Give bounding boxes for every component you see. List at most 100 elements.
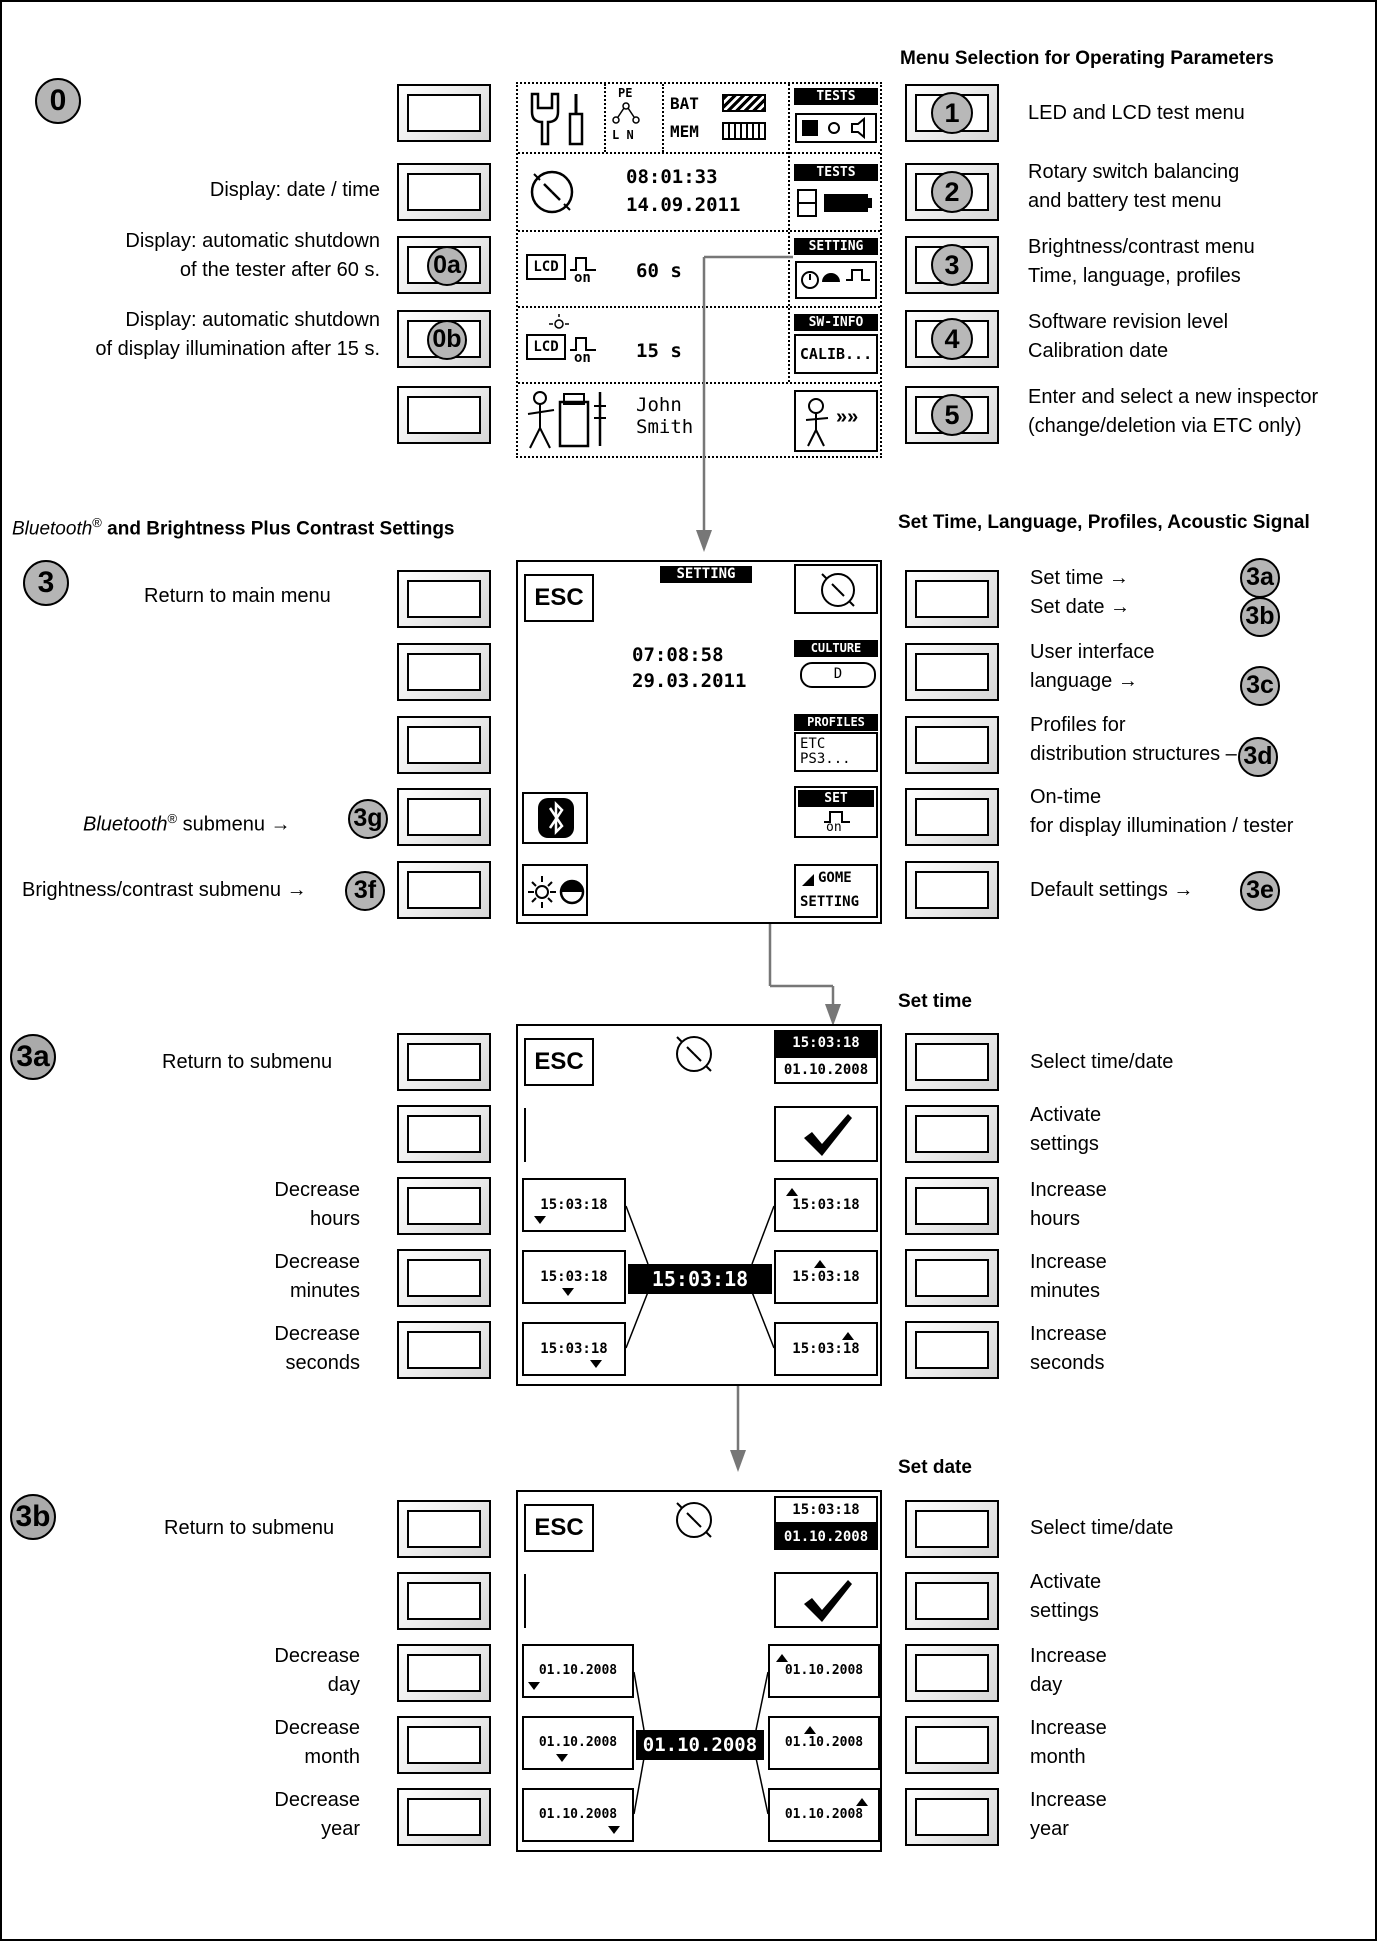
3a-select-label: Select time/date: [1030, 1051, 1174, 1073]
softkey-3b-right-3[interactable]: [905, 1644, 999, 1702]
softkey-s3-left-3[interactable]: [397, 716, 491, 774]
mem-label: MEM: [670, 122, 699, 141]
softkey-s3-left-2[interactable]: [397, 643, 491, 701]
down-arrow-icon: [556, 1754, 568, 1762]
pe-label: PE: [618, 86, 633, 100]
3b-inc-year-box[interactable]: 01.10.2008: [768, 1788, 880, 1842]
main-time: 08:01:33: [626, 166, 718, 188]
forward-arrows: »»: [836, 406, 859, 428]
softkey-s3-left-5[interactable]: [397, 861, 491, 919]
softkey-left-2[interactable]: [397, 163, 491, 221]
bluetooth-word: Bluetooth: [12, 518, 93, 540]
softkey-3a-left-2[interactable]: [397, 1105, 491, 1163]
section3a-badge: 3a: [10, 1034, 56, 1080]
softkey-5[interactable]: 5: [905, 386, 999, 444]
3a-date-field[interactable]: 01.10.2008: [774, 1056, 878, 1084]
brightness-box[interactable]: [522, 864, 588, 916]
on-time-box[interactable]: SET on: [794, 786, 878, 838]
softkey-3[interactable]: 3: [905, 236, 999, 294]
3b-inc-month-box[interactable]: 01.10.2008: [768, 1716, 880, 1770]
softkey-s3-right-5[interactable]: [905, 861, 999, 919]
softkey-s3-right-4[interactable]: [905, 788, 999, 846]
3a-inc-min-box[interactable]: 15:03:18: [774, 1250, 878, 1304]
softkey-0b[interactable]: 0b: [397, 310, 491, 368]
ui-language-label-2: language →: [1030, 670, 1138, 692]
3b-date-selected[interactable]: 01.10.2008: [774, 1524, 878, 1550]
softkey-3b-right-1[interactable]: [905, 1500, 999, 1558]
set-tag: SET: [798, 790, 874, 807]
3a-activate-1: Activate: [1030, 1104, 1102, 1126]
badge-3c-ref: 3c: [1240, 666, 1280, 706]
softkey-left-5[interactable]: [397, 386, 491, 444]
softkey-3b-right-2[interactable]: [905, 1572, 999, 1630]
key-number-5: 5: [931, 394, 973, 436]
softkey-3a-left-5[interactable]: [397, 1321, 491, 1379]
softkey-3a-right-2[interactable]: [905, 1105, 999, 1163]
softkey-3a-left-1[interactable]: [397, 1033, 491, 1091]
softkey-3a-right-4[interactable]: [905, 1249, 999, 1307]
softkey-3b-right-5[interactable]: [905, 1788, 999, 1846]
softkey-3a-right-5[interactable]: [905, 1321, 999, 1379]
profiles-tag: PROFILES: [794, 714, 878, 731]
badge-3d-ref: 3d: [1238, 737, 1278, 777]
3b-activate-1: Activate: [1030, 1571, 1102, 1593]
softkey-3b-left-1[interactable]: [397, 1500, 491, 1558]
3a-dec-min-box[interactable]: 15:03:18: [522, 1250, 626, 1304]
3a-esc-button[interactable]: ESC: [524, 1038, 594, 1086]
3b-inc-day-1: Increase: [1030, 1645, 1107, 1667]
softkey-3a-left-4[interactable]: [397, 1249, 491, 1307]
softkey-3a-right-3[interactable]: [905, 1177, 999, 1235]
softkey-left-1[interactable]: [397, 84, 491, 142]
softkey-3b-left-3[interactable]: [397, 1644, 491, 1702]
3b-dec-month-box[interactable]: 01.10.2008: [522, 1716, 634, 1770]
softkey-s3-left-4[interactable]: [397, 788, 491, 846]
softkey-s3-right-3[interactable]: [905, 716, 999, 774]
clock-icon: [676, 1502, 712, 1538]
3b-activate-box[interactable]: [774, 1572, 878, 1628]
3b-time-field[interactable]: 15:03:18: [774, 1496, 878, 1524]
esc-button[interactable]: ESC: [524, 574, 594, 622]
3a-activate-box[interactable]: [774, 1106, 878, 1162]
3b-edge-mark: [518, 1574, 526, 1628]
registered-mark: ®: [92, 515, 102, 530]
softkey-4[interactable]: 4: [905, 310, 999, 368]
3b-dec-day-box[interactable]: 01.10.2008: [522, 1644, 634, 1698]
3b-inc-month-1: Increase: [1030, 1717, 1107, 1739]
3a-dec-hours-box[interactable]: 15:03:18: [522, 1178, 626, 1232]
key-number-1: 1: [931, 92, 973, 134]
softkey-3b-left-4[interactable]: [397, 1716, 491, 1774]
3b-inc-day-box[interactable]: 01.10.2008: [768, 1644, 880, 1698]
3a-inc-sec-box[interactable]: 15:03:18: [774, 1322, 878, 1376]
clock-icon: [676, 1036, 712, 1072]
down-arrow-icon: [562, 1288, 574, 1296]
softkey-3a-left-3[interactable]: [397, 1177, 491, 1235]
3b-dec-year-box[interactable]: 01.10.2008: [522, 1788, 634, 1842]
softkey-0a[interactable]: 0a: [397, 236, 491, 294]
bluetooth-box[interactable]: [522, 792, 588, 844]
softkey-2[interactable]: 2: [905, 163, 999, 221]
3a-inc-hours-2: hours: [1030, 1208, 1081, 1230]
3a-fan-lines: [625, 1205, 775, 1349]
3a-inc-hours-box[interactable]: 15:03:18: [774, 1178, 878, 1232]
ui-language-label-1: User interface: [1030, 641, 1155, 663]
softkey-3b-left-2[interactable]: [397, 1572, 491, 1630]
default-settings-box[interactable]: GOME SETTING: [794, 864, 878, 918]
pulse-icon-2: [570, 337, 596, 351]
softkey-s3-right-2[interactable]: [905, 643, 999, 701]
new-inspector-box: »»: [794, 390, 878, 452]
3a-dec-sec-box[interactable]: 15:03:18: [522, 1322, 626, 1376]
right-label-5a: Enter and select a new inspector: [1028, 386, 1319, 408]
softkey-3b-right-4[interactable]: [905, 1716, 999, 1774]
softkey-3b-left-5[interactable]: [397, 1788, 491, 1846]
softkey-s3-right-1[interactable]: [905, 570, 999, 628]
3a-time-selected[interactable]: 15:03:18: [774, 1030, 878, 1056]
badge-3f: 3f: [345, 871, 385, 911]
set-time-box[interactable]: [794, 564, 878, 614]
softkey-1[interactable]: 1: [905, 84, 999, 142]
bluetooth-reg: ®: [167, 811, 178, 826]
softkey-3a-right-1[interactable]: [905, 1033, 999, 1091]
softkey-s3-left-1[interactable]: [397, 570, 491, 628]
3b-esc-button[interactable]: ESC: [524, 1504, 594, 1552]
battery-icon: [722, 94, 766, 112]
